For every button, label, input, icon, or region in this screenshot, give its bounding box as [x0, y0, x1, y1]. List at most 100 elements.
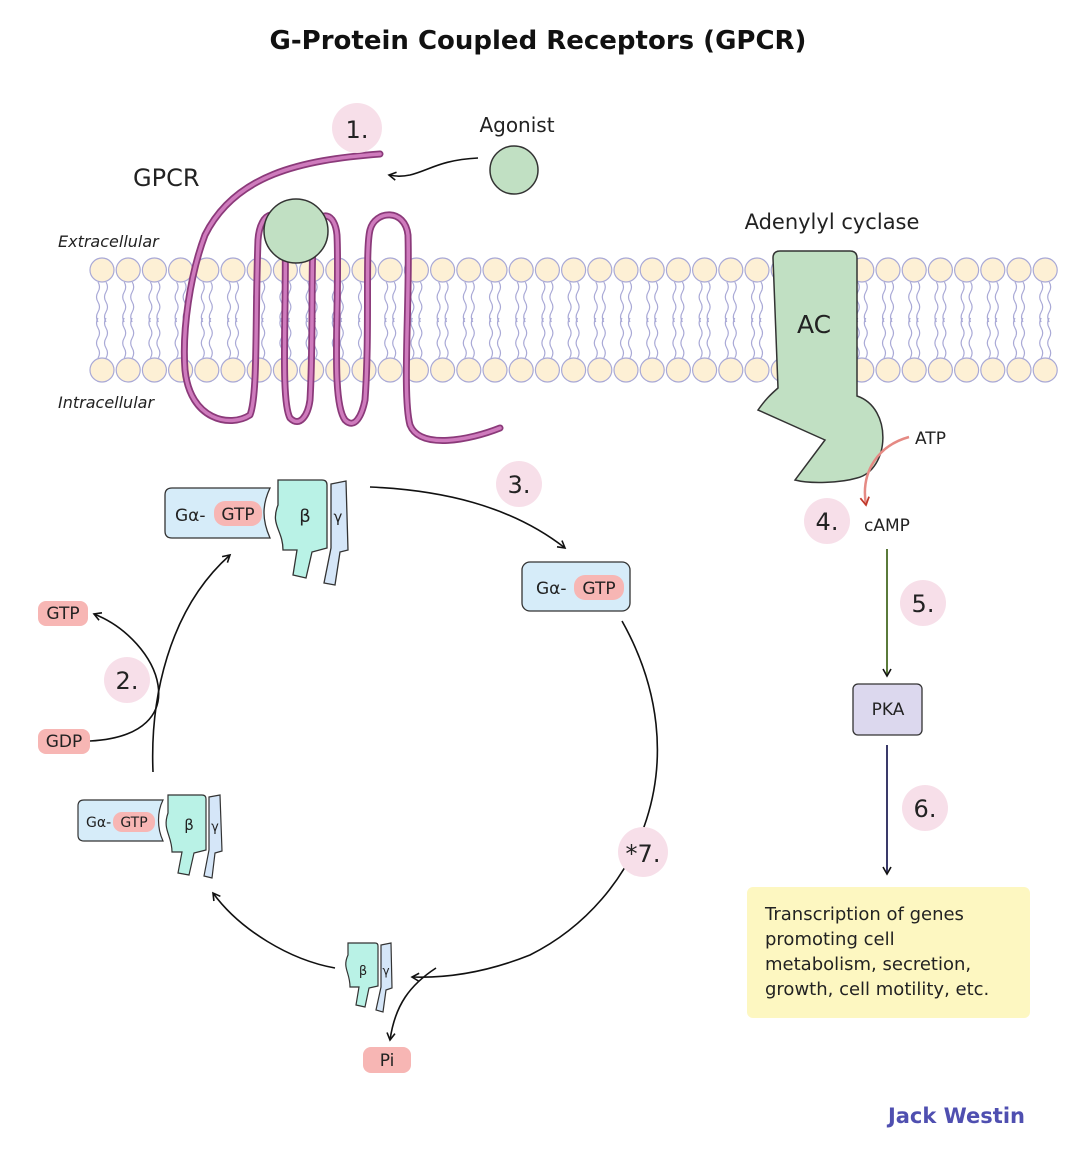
lipid-tail [619, 281, 625, 323]
lipid-tail [515, 281, 520, 323]
lipid-tail [916, 317, 921, 359]
lipid-tail [908, 281, 913, 323]
lipid-tail [994, 281, 999, 323]
step-3-circle [496, 461, 542, 507]
lipid-tail [515, 317, 520, 359]
lipid-head [141, 257, 167, 283]
lipid-tail [758, 281, 764, 323]
lipid-tail [208, 281, 213, 323]
ac-label: AC [797, 310, 831, 339]
lipid-tail [226, 281, 232, 323]
lipid-tail [339, 317, 344, 359]
lipid-head [560, 357, 587, 383]
lipid-head [534, 357, 561, 383]
lipid-tail [410, 317, 415, 359]
lipid-head [744, 357, 770, 383]
atp-label: ATP [915, 429, 946, 449]
intracellular-label: Intracellular [58, 393, 155, 412]
pi-label: Pi [380, 1051, 395, 1071]
lipid-tail [103, 317, 109, 359]
lipid-tail [261, 317, 266, 359]
lipid-tail [601, 317, 606, 359]
lipid-tail [444, 317, 449, 359]
lipid-tail [680, 317, 685, 359]
gdp-label: GDP [46, 732, 83, 752]
lipid-head [430, 357, 456, 383]
lipid-tail [496, 317, 502, 359]
lipid-head [508, 257, 534, 283]
lipid-head [980, 357, 1006, 383]
bound-ligand [263, 198, 329, 264]
lipid-tail [593, 317, 598, 359]
lipid-tail [863, 281, 868, 323]
lipid-head [639, 357, 665, 383]
lipid-tail [968, 281, 973, 323]
lipid-tail [523, 281, 528, 323]
lipid-tail [750, 317, 756, 359]
lipid-tail [1012, 317, 1018, 359]
lipid-head [901, 257, 927, 283]
lipid-head [1032, 257, 1058, 283]
g-beta-label-small: β [184, 816, 194, 834]
pka-box [852, 683, 923, 736]
lipid-tail [672, 281, 677, 323]
free-g-alpha-label: Gα- [536, 579, 567, 599]
cycle-arrow-reassembly [212, 891, 336, 969]
step-2-label: 2. [116, 667, 139, 695]
lipid-tail [732, 281, 737, 323]
lipid-tail [627, 317, 633, 359]
lipid-tail [889, 317, 895, 359]
outcome-box [747, 887, 1030, 1018]
lipid-tail [619, 317, 625, 359]
lipid-tail [384, 281, 389, 323]
lipid-tail [567, 281, 572, 323]
lipid-head [560, 257, 587, 283]
lipid-tail [680, 281, 685, 323]
lipid-tail [174, 281, 179, 323]
lipid-tail [384, 317, 389, 359]
lipid-tail [593, 281, 598, 323]
gdp-to-gtp-exchange-arrow [89, 612, 160, 742]
gdp-pill [38, 729, 90, 754]
lipid-tail [549, 317, 554, 359]
pka-label: PKA [872, 700, 905, 720]
free-gtp-pill [574, 575, 624, 600]
lipid-tail [1039, 281, 1044, 323]
gtp-released-pill [38, 601, 88, 626]
lipid-head [744, 257, 770, 283]
g-beta-subunit [274, 479, 328, 579]
lipid-head [927, 257, 954, 283]
lipid-head [639, 257, 665, 283]
lipid-tail [200, 317, 205, 359]
step-6-circle [902, 785, 948, 831]
lipid-tail [436, 281, 441, 323]
lipid-tail [646, 317, 651, 359]
lipid-tail [339, 281, 344, 323]
lipid-tail [575, 281, 580, 323]
lipid-head [430, 257, 456, 283]
cell-membrane [89, 257, 1058, 383]
lipid-head [377, 357, 403, 383]
lipid-tail [234, 317, 240, 359]
lipid-tail [156, 317, 161, 359]
step-5-label: 5. [912, 590, 935, 618]
lipid-head [875, 257, 901, 283]
g-gamma-label-small: γ [211, 820, 219, 835]
lipid-tail [1047, 317, 1052, 359]
lipid-tail [410, 281, 415, 323]
lipid-tail [863, 317, 868, 359]
lipid-head [1032, 357, 1058, 383]
agonist-arrow [387, 157, 479, 181]
lipid-head [89, 257, 115, 283]
lipid-tail [627, 281, 633, 323]
lipid-head [377, 257, 403, 283]
diagram-title: G-Protein Coupled Receptors (GPCR) [270, 26, 807, 56]
camp-label: cAMP [864, 516, 910, 536]
step-4-label: 4. [816, 508, 839, 536]
lipid-head [927, 357, 954, 383]
lipid-head [718, 357, 744, 383]
outcome-line: promoting cell [765, 929, 895, 950]
lipid-tail [960, 317, 965, 359]
gtp-bound-label: GTP [221, 505, 254, 525]
